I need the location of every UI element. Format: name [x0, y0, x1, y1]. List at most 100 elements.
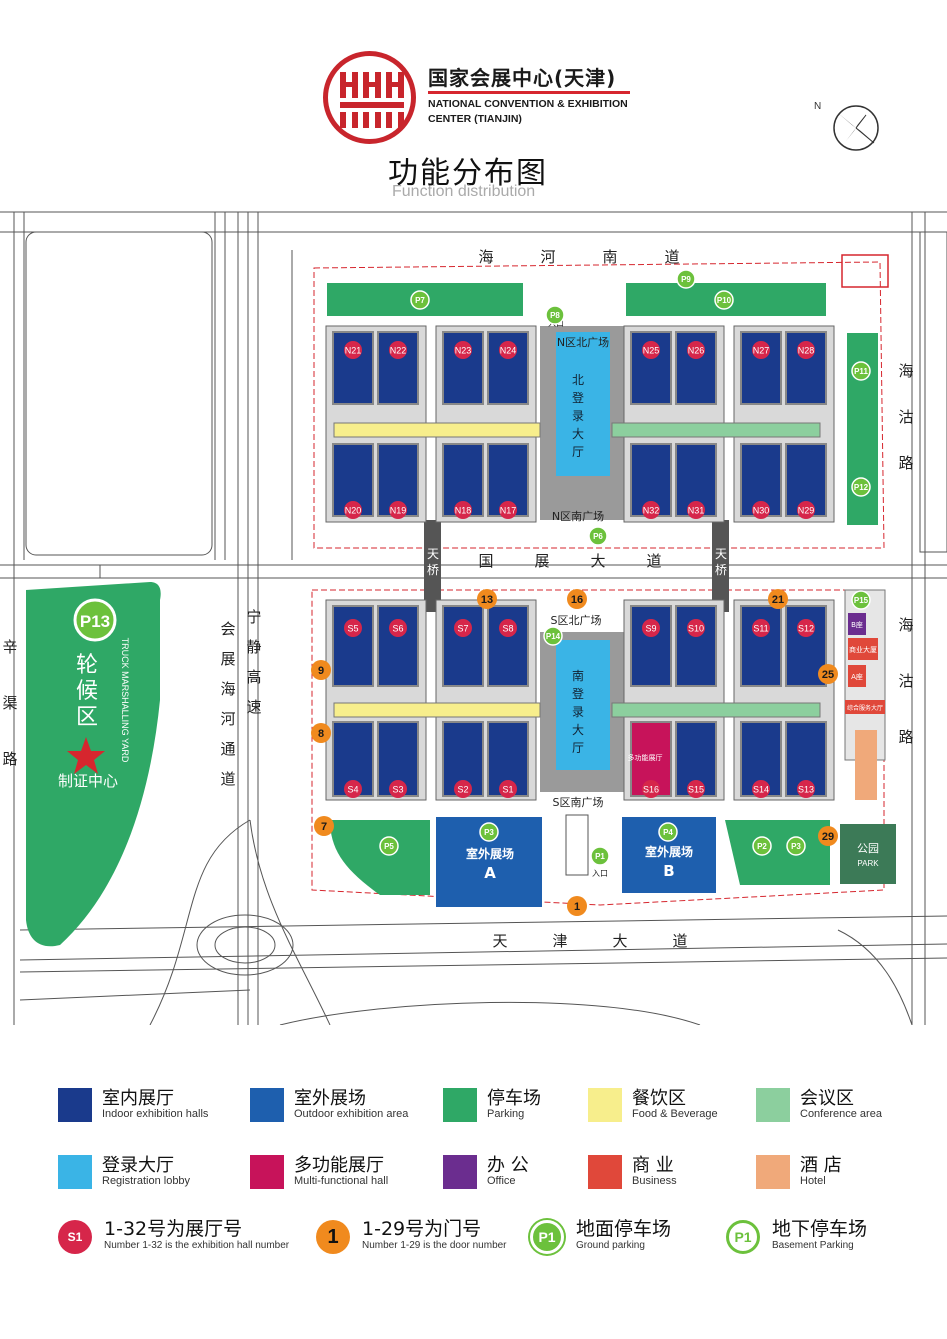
hall-badge — [499, 341, 517, 359]
road-east-char: 路 — [898, 728, 913, 746]
hall-badge — [344, 619, 362, 637]
map-label: 录 — [572, 705, 584, 719]
legend-label-cn: 多功能展厅 — [294, 1155, 384, 1176]
map-label: 入口 — [592, 869, 608, 878]
bridge-char: 天 — [427, 547, 439, 561]
map-label: S区南广场 — [553, 795, 604, 809]
hall-number: N17 — [500, 506, 517, 516]
road-west-char: 通 — [220, 740, 235, 758]
door-badge — [477, 589, 497, 609]
map-label: 南 — [572, 668, 584, 683]
hall-s7 — [442, 605, 484, 687]
hall-number: S14 — [753, 785, 769, 795]
map-title-en: Function distribution — [392, 183, 536, 200]
hall-s11 — [740, 605, 782, 687]
road-north-char: 海 — [478, 248, 493, 266]
road-east-char: 路 — [898, 454, 913, 472]
bridge-char: 桥 — [427, 563, 439, 577]
road-south-char: 津 — [552, 932, 567, 950]
hall-badge — [687, 619, 705, 637]
ground-parking-badge: P1 — [530, 1220, 564, 1254]
legend-swatch — [588, 1088, 622, 1122]
south-lobby — [556, 640, 610, 770]
hall-number: N19 — [390, 506, 407, 516]
hall-badge — [642, 501, 660, 519]
parking-badge — [545, 305, 565, 325]
road-west-char: 辛 — [2, 638, 17, 656]
north-lobby — [556, 332, 610, 476]
map-label: 大 — [572, 427, 584, 441]
parking-badge — [590, 846, 610, 866]
door-badge — [311, 660, 331, 680]
map-label: N区南广场 — [552, 509, 604, 523]
hall-badge — [389, 780, 407, 798]
parking-label: P12 — [854, 483, 869, 492]
legend-label-cn: 餐饮区 — [632, 1088, 686, 1109]
parking-badge — [851, 361, 871, 381]
legend-label-en: Food & Beverage — [632, 1108, 718, 1120]
hall-number: S7 — [457, 624, 468, 634]
map-label: 候 — [76, 679, 98, 704]
door-number: 9 — [318, 665, 324, 677]
legend-label-cn: 会议区 — [800, 1088, 854, 1109]
hall-n22 — [377, 331, 419, 405]
hall-badge — [642, 619, 660, 637]
door-number-badge: 1 — [316, 1220, 350, 1254]
hall-number: S3 — [392, 785, 403, 795]
hall-badge — [454, 501, 472, 519]
hall-badge — [499, 501, 517, 519]
parking-badge — [851, 477, 871, 497]
road-west-char: 宁 — [246, 608, 261, 626]
map-label: 登 — [572, 686, 584, 701]
road-middle-char: 大 — [590, 552, 605, 570]
hall-number: N25 — [643, 346, 660, 356]
entrance-block — [565, 814, 589, 876]
hall-badge — [389, 341, 407, 359]
door-badge — [567, 896, 587, 916]
door-badge — [818, 664, 838, 684]
parking-label: P10 — [717, 296, 732, 305]
hall-badge — [797, 780, 815, 798]
hall-badge — [389, 501, 407, 519]
reception-hall — [845, 700, 885, 714]
parking-badge — [410, 290, 430, 310]
road-north-char: 河 — [540, 248, 555, 266]
hall-badge — [687, 780, 705, 798]
legend-symbol-en: Basement Parking — [772, 1240, 854, 1251]
parking-label: P8 — [550, 311, 560, 320]
map-label: A — [484, 864, 496, 882]
door-number: 13 — [481, 594, 493, 606]
hall-s9 — [630, 605, 672, 687]
door-number: 25 — [822, 669, 834, 681]
hall-badge — [454, 341, 472, 359]
map-label: 商业大厦 — [849, 645, 877, 654]
parking-label: P7 — [415, 296, 425, 305]
hall-badge — [642, 780, 660, 798]
map-label: N区北广场 — [557, 335, 609, 349]
legend-swatch — [58, 1088, 92, 1122]
hall-badge — [752, 501, 770, 519]
map-label: B — [663, 862, 674, 880]
road-east-char: 沽 — [898, 672, 913, 690]
parking-label: P3 — [484, 828, 494, 837]
door-badge — [311, 723, 331, 743]
map-label: 综合服务大厅 — [847, 704, 883, 712]
road-west-char: 渠 — [2, 694, 17, 712]
door-number: 16 — [571, 594, 583, 606]
road-west-char: 路 — [2, 750, 17, 768]
road-west-char: 河 — [220, 710, 235, 728]
legend-swatch — [443, 1155, 477, 1189]
basement-parking-badge: P1 — [726, 1220, 760, 1254]
road-east-char: 海 — [898, 616, 913, 634]
parking-label: P13 — [80, 612, 110, 631]
map-label: 室外展场 — [466, 846, 514, 861]
office-building — [848, 613, 866, 635]
map-label: 厅 — [572, 445, 584, 459]
